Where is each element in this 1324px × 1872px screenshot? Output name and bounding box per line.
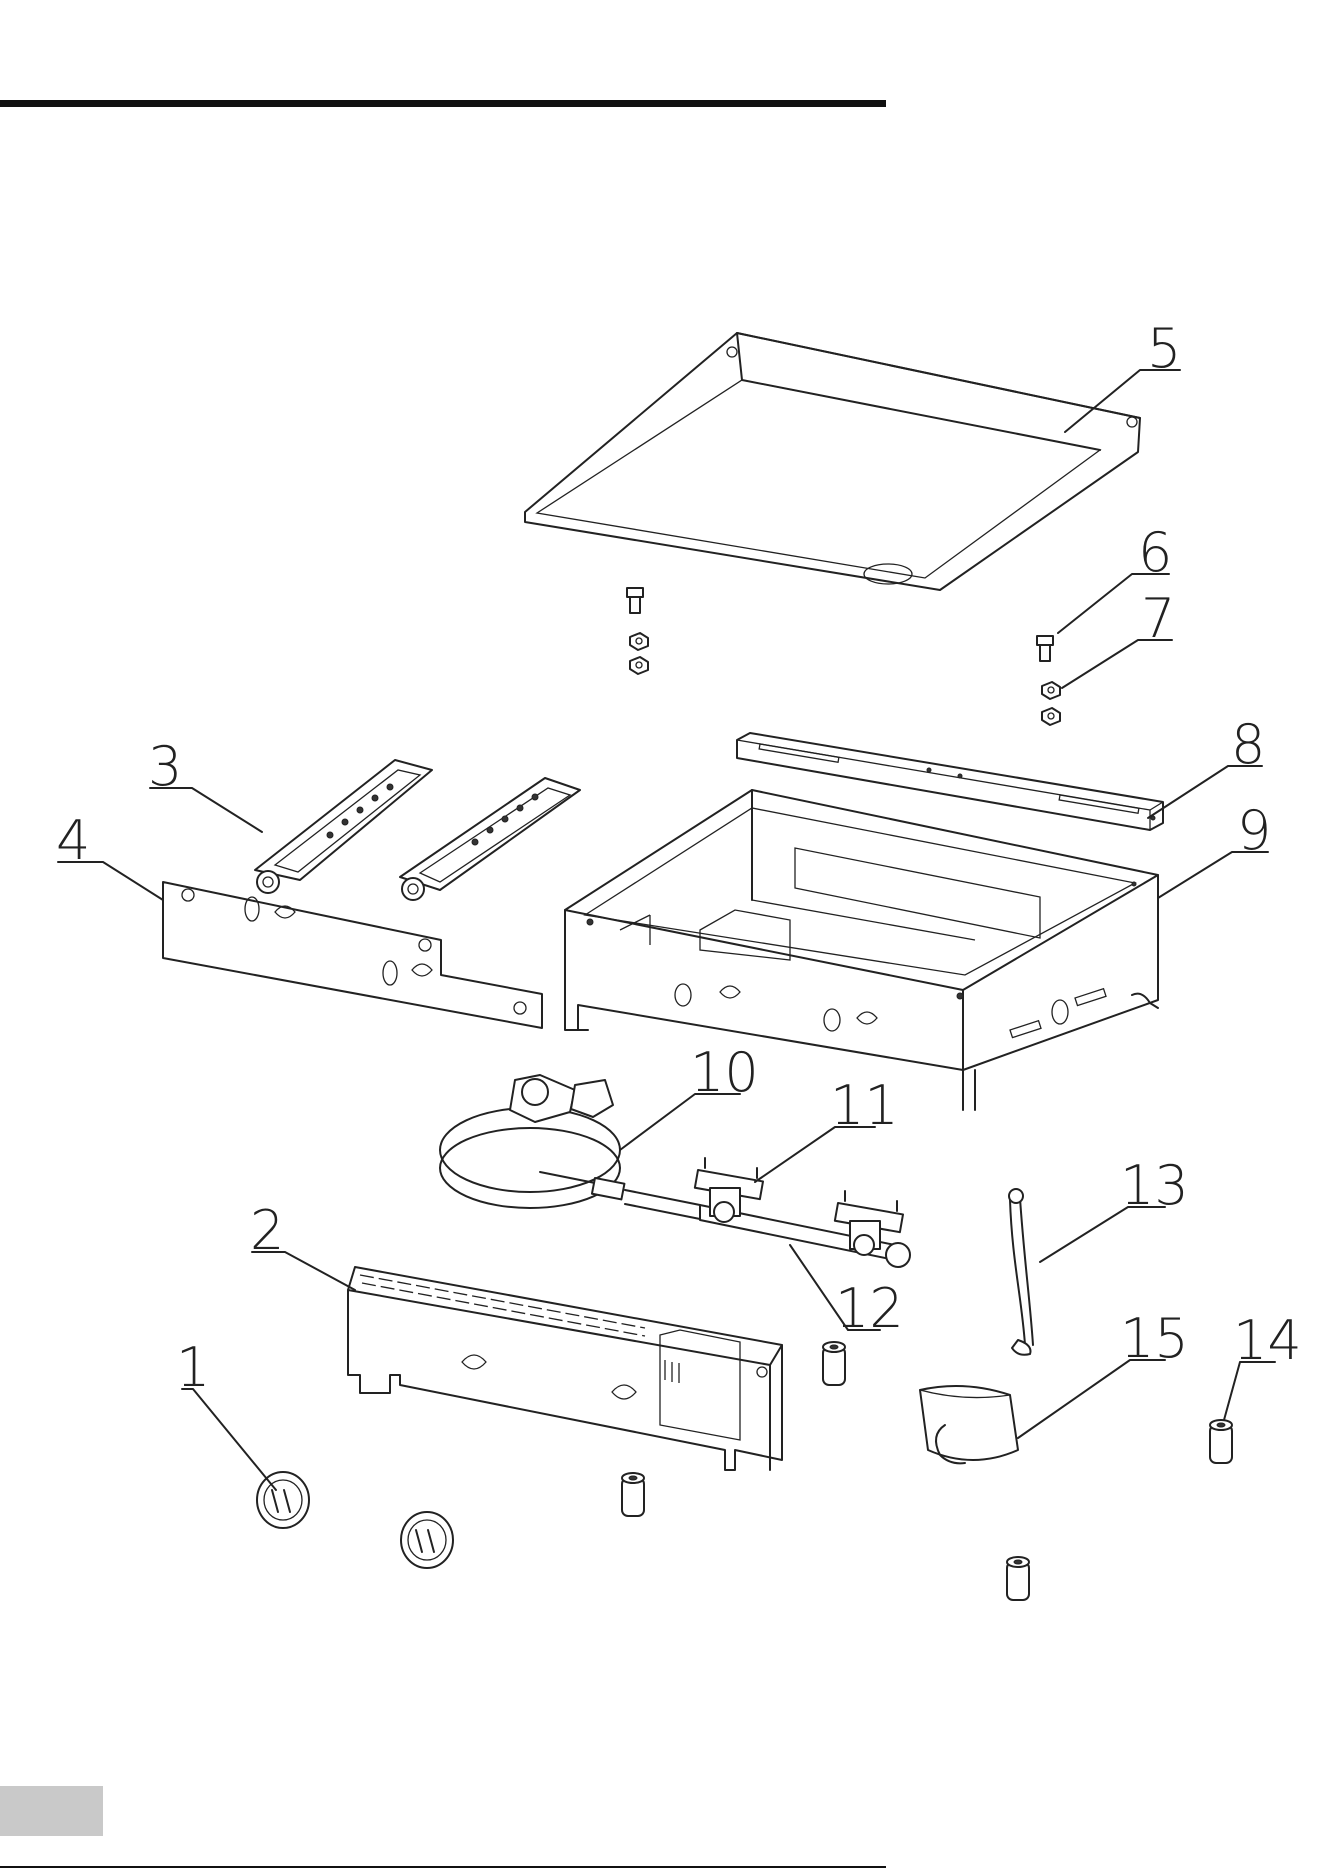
griddle-plate [525, 333, 1140, 590]
grease-cup [920, 1386, 1018, 1463]
control-knob [257, 1472, 309, 1528]
callout-2: 2 [250, 1199, 284, 1262]
control-knob-2 [401, 1512, 453, 1568]
callout-10: 10 [690, 1041, 759, 1104]
callout-14: 14 [1233, 1309, 1302, 1372]
nut-left-2 [630, 657, 648, 674]
front-control-panel [348, 1267, 782, 1470]
callout-4: 4 [56, 809, 90, 872]
callout-13: 13 [1120, 1154, 1189, 1217]
nut [1042, 682, 1060, 699]
nut-left-1 [630, 633, 648, 650]
burner-2 [400, 778, 580, 900]
callout-7: 7 [1141, 587, 1175, 650]
callout-5: 5 [1147, 317, 1181, 380]
callout-15: 15 [1120, 1307, 1189, 1370]
callout-12: 12 [835, 1277, 904, 1340]
callout-1: 1 [176, 1336, 210, 1399]
callout-8: 8 [1231, 713, 1265, 776]
nut-right-2 [1042, 708, 1060, 725]
firebox-frame [565, 790, 1158, 1110]
callout-6: 6 [1138, 521, 1172, 584]
gas-hose-regulator [440, 1075, 700, 1219]
heat-shield-plate [163, 882, 542, 1028]
leg-spacer-2 [823, 1342, 845, 1385]
callout-9: 9 [1237, 799, 1271, 862]
leader-15 [1018, 1360, 1165, 1438]
igniter-chain [1009, 1189, 1033, 1355]
callout-3: 3 [148, 735, 182, 798]
leg-spacer-3 [622, 1473, 644, 1516]
bolt [1037, 636, 1053, 661]
leader-1 [182, 1389, 276, 1490]
callout-11: 11 [830, 1074, 899, 1137]
bolt-left [627, 588, 643, 613]
leg-spacer [1210, 1420, 1232, 1463]
leg-spacer-4 [1007, 1557, 1029, 1600]
